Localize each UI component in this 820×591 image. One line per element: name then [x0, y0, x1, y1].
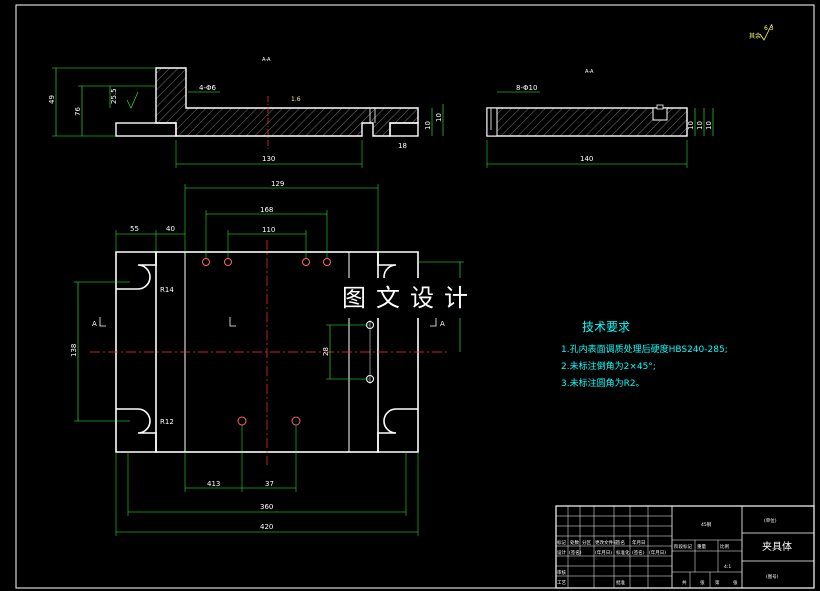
front-section-view: 49 76 25.5 4-Φ6 1.6 130 10 10 18 [48, 67, 444, 168]
plan-hole-1 [202, 258, 210, 266]
front-dim-right-b: 10 [435, 113, 443, 122]
front-right-foot [389, 122, 419, 137]
plan-hole-5 [237, 416, 247, 426]
plan-hole-3 [302, 258, 310, 266]
plan-view: A A 129 168 110 55 40 138 R14 R12 55 [70, 180, 464, 536]
tb-row2-label-5: (签名) [632, 549, 645, 556]
watermark-background [325, 278, 495, 318]
front-left-foot [115, 122, 177, 137]
plan-dim-bottom-37: 37 [265, 480, 274, 488]
tb-row2-label-1: 设计 [557, 549, 566, 556]
tb-material: 45钢 [701, 521, 712, 528]
side-dim-right-b: 10 [696, 121, 704, 130]
drawing-border [15, 4, 815, 589]
tb-row3-label-2: 工艺 [557, 580, 566, 586]
front-dim-right-a: 10 [424, 121, 432, 130]
front-dim-height-total: 49 [48, 95, 56, 104]
tb-row3-label-3: 批准 [616, 579, 625, 586]
side-dim-right-c: 10 [705, 121, 713, 130]
tb-row-label-4: 更改文件号 [595, 539, 618, 546]
front-dim-height-inner: 76 [74, 107, 82, 116]
plan-dim-r14: R14 [160, 286, 174, 294]
title-block-text: 45钢 (单位) 夹具体 (图号) 标记 处数 分区 更改文件号 签名 年月日 … [557, 517, 792, 586]
tb-row2-label-3: (年月日) [595, 549, 612, 556]
tb-row2-label-2: (签名) [569, 549, 582, 556]
side-dim-hole: 8-Φ10 [516, 84, 537, 92]
notes-title: 技术要求 [582, 320, 630, 334]
tb-row2-label-6: (年月日) [649, 549, 666, 556]
tb-scale-label-3: 比例 [720, 543, 729, 550]
section-label-side: A-A [585, 69, 594, 75]
plan-dim-left-40: 40 [166, 225, 175, 233]
notes-line-3: 3.未标注圆角为R2。 [561, 377, 645, 389]
plan-hole-4 [323, 258, 331, 266]
plan-dim-top-total: 129 [271, 180, 284, 188]
technical-notes: 技术要求 1.孔内表面调质处理后硬度HBS240-285; 2.未标注倒角为2×… [561, 320, 728, 389]
plan-dim-bottom-420: 420 [260, 523, 273, 531]
front-dim-left-small: 25.5 [110, 88, 118, 104]
tb-row-label-5: 签名 [616, 539, 625, 546]
tb-scale-value: 4:1 [724, 564, 731, 570]
tb-row-label-3: 分区 [582, 539, 591, 546]
tb-sheet-3: 第 [715, 579, 720, 586]
watermark-text: 图文设计 [342, 284, 478, 312]
tb-scale-label-1: 阶段标记 [674, 543, 692, 550]
tb-part-name: 夹具体 [762, 540, 792, 553]
side-dim-right-a: 10 [687, 121, 695, 130]
tb-top-right: (单位) [764, 517, 777, 524]
plan-dim-bottom-360: 360 [260, 503, 273, 511]
plan-left-flange [115, 251, 157, 453]
plan-section-mark-left: A [92, 320, 97, 328]
front-dim-hole: 4-Φ6 [199, 84, 216, 92]
front-dim-slot: 18 [398, 142, 407, 150]
plan-section-mark-right: A [440, 320, 445, 328]
front-dim-width: 130 [262, 155, 275, 163]
roughness-label: 其余 [749, 32, 761, 40]
plan-hole-2 [224, 258, 232, 266]
tb-sheet-1: 共 [682, 579, 687, 586]
tb-row-label-2: 处数 [570, 539, 579, 546]
tb-bottom-right: (图号) [766, 574, 779, 580]
section-label-front: A-A [262, 57, 271, 63]
roughness-value-label: 6.3 [764, 25, 774, 32]
plan-dim-r12: R12 [160, 418, 174, 426]
plan-dim-left-55: 55 [130, 225, 139, 233]
plan-dim-top-mid: 168 [260, 206, 273, 214]
side-dim-width: 140 [580, 155, 593, 163]
plan-dim-left-height: 138 [70, 344, 78, 357]
plan-hole-6 [291, 416, 301, 426]
notes-line-2: 2.未标注倒角为2×45°; [561, 360, 656, 372]
roughness-symbol: 其余 6.3 [749, 23, 774, 41]
tb-sheet-4: 张 [733, 579, 738, 586]
tb-scale-label-2: 重量 [697, 543, 706, 550]
tb-row-label-6: 年月日 [632, 539, 646, 546]
tb-sheet-2: 张 [700, 579, 705, 586]
tb-row-label-1: 标记 [557, 539, 566, 546]
plan-dim-inner-vert: 28 [322, 347, 330, 356]
front-body-outline [155, 67, 419, 137]
tb-row3-label-1: 审核 [557, 569, 566, 576]
tb-row2-label-4: 标准化 [616, 549, 630, 556]
plan-dim-bottom-413: 413 [207, 480, 220, 488]
plan-right-flange [377, 251, 419, 453]
plan-dim-top-inner: 110 [262, 226, 275, 234]
title-block [555, 505, 815, 589]
front-roughness-mark: 1.6 [291, 96, 301, 103]
side-section-view: 8-Φ10 140 10 10 10 [486, 84, 714, 168]
notes-line-1: 1.孔内表面调质处理后硬度HBS240-285; [561, 343, 728, 355]
